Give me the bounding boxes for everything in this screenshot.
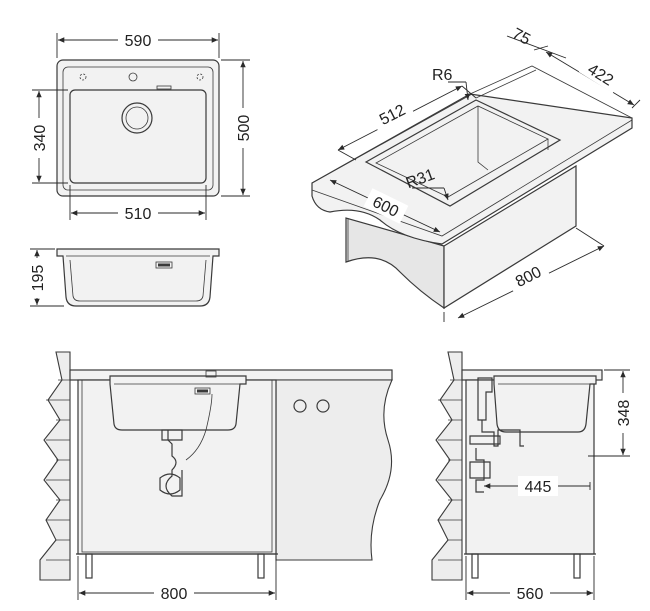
front-right-panel bbox=[275, 379, 393, 561]
bowl-outline-top bbox=[69, 89, 207, 184]
sink-inner-rim bbox=[62, 66, 214, 191]
side-dim-445: 445 bbox=[525, 479, 552, 496]
front-tap-stub bbox=[205, 370, 217, 378]
iso-dim-r6: R6 bbox=[432, 67, 453, 84]
front-waste-pipe bbox=[165, 430, 183, 497]
side-tap-body bbox=[477, 377, 493, 421]
side-waste-pipe bbox=[475, 448, 485, 493]
side-dim-560: 560 bbox=[517, 586, 544, 603]
iso-dim-75: 75 bbox=[509, 25, 533, 48]
socket-left-icon bbox=[293, 399, 307, 413]
side-dim-348: 348 bbox=[616, 400, 633, 427]
isometric-view: 75 422 R6 512 R31 600 800 bbox=[311, 25, 641, 322]
overflow-slot-top bbox=[156, 85, 172, 90]
iso-cabinet-front bbox=[345, 217, 445, 310]
overflow-slot-profile bbox=[155, 261, 173, 269]
front-overflow-slot bbox=[194, 387, 211, 395]
side-installation-view: 348 445 560 bbox=[431, 351, 633, 603]
drain-inner bbox=[125, 106, 149, 130]
dim-bowl-width: 510 bbox=[125, 206, 152, 223]
front-sink bbox=[109, 375, 247, 431]
side-wall bbox=[431, 351, 463, 581]
side-sink bbox=[493, 375, 597, 433]
front-dim-800: 800 bbox=[161, 586, 188, 603]
top-view: 590 500 340 510 bbox=[29, 30, 253, 223]
drain-outer bbox=[121, 102, 153, 134]
mount-hole-left bbox=[79, 73, 87, 81]
mount-hole-right bbox=[196, 73, 204, 81]
dim-top-depth: 500 bbox=[236, 115, 253, 142]
dim-bowl-depth: 340 bbox=[32, 125, 49, 152]
front-left-wall bbox=[39, 351, 71, 581]
front-installation-view: 800 bbox=[39, 351, 393, 603]
dim-sink-height: 195 bbox=[30, 265, 47, 292]
socket-right-icon bbox=[316, 399, 330, 413]
tap-hole-icon bbox=[128, 72, 138, 82]
dim-top-width: 590 bbox=[125, 33, 152, 50]
sink-outline-top bbox=[56, 59, 220, 197]
profile-view: 195 bbox=[27, 248, 220, 307]
sink-profile bbox=[56, 248, 220, 307]
